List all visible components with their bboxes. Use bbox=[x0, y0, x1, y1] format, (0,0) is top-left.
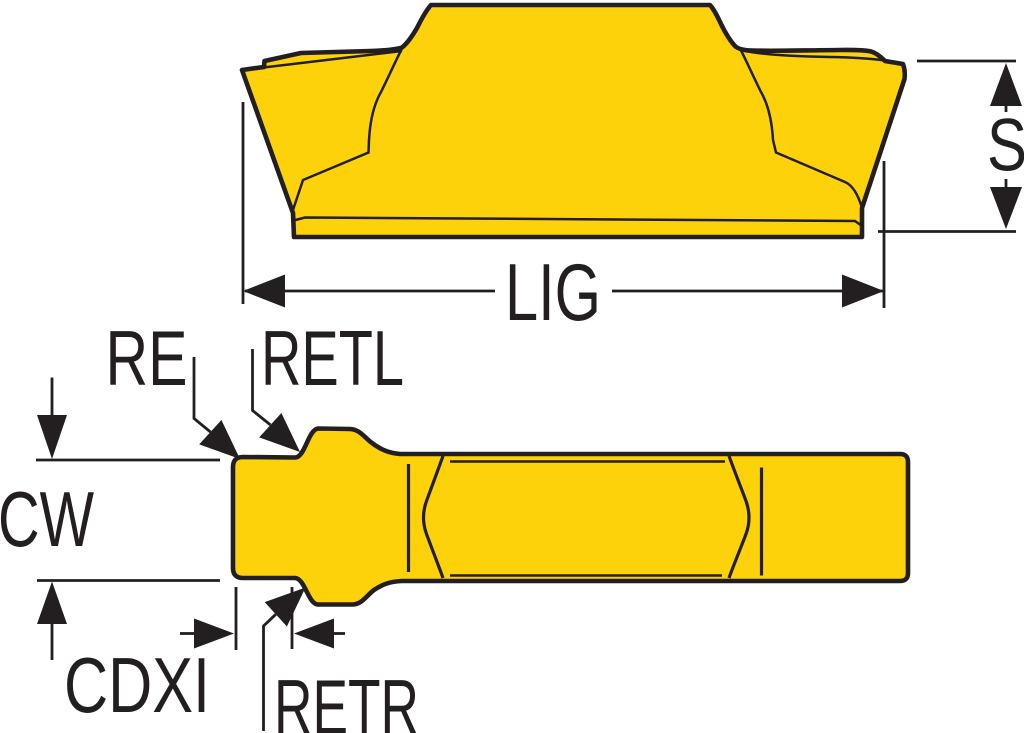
svg-text:CDXI: CDXI bbox=[64, 643, 210, 729]
svg-text:CW: CW bbox=[0, 477, 94, 563]
svg-text:RETR: RETR bbox=[274, 665, 419, 733]
svg-text:S: S bbox=[987, 104, 1024, 187]
svg-text:RE: RE bbox=[106, 316, 188, 402]
svg-text:RETL: RETL bbox=[261, 316, 404, 402]
svg-text:LIG: LIG bbox=[505, 248, 601, 338]
